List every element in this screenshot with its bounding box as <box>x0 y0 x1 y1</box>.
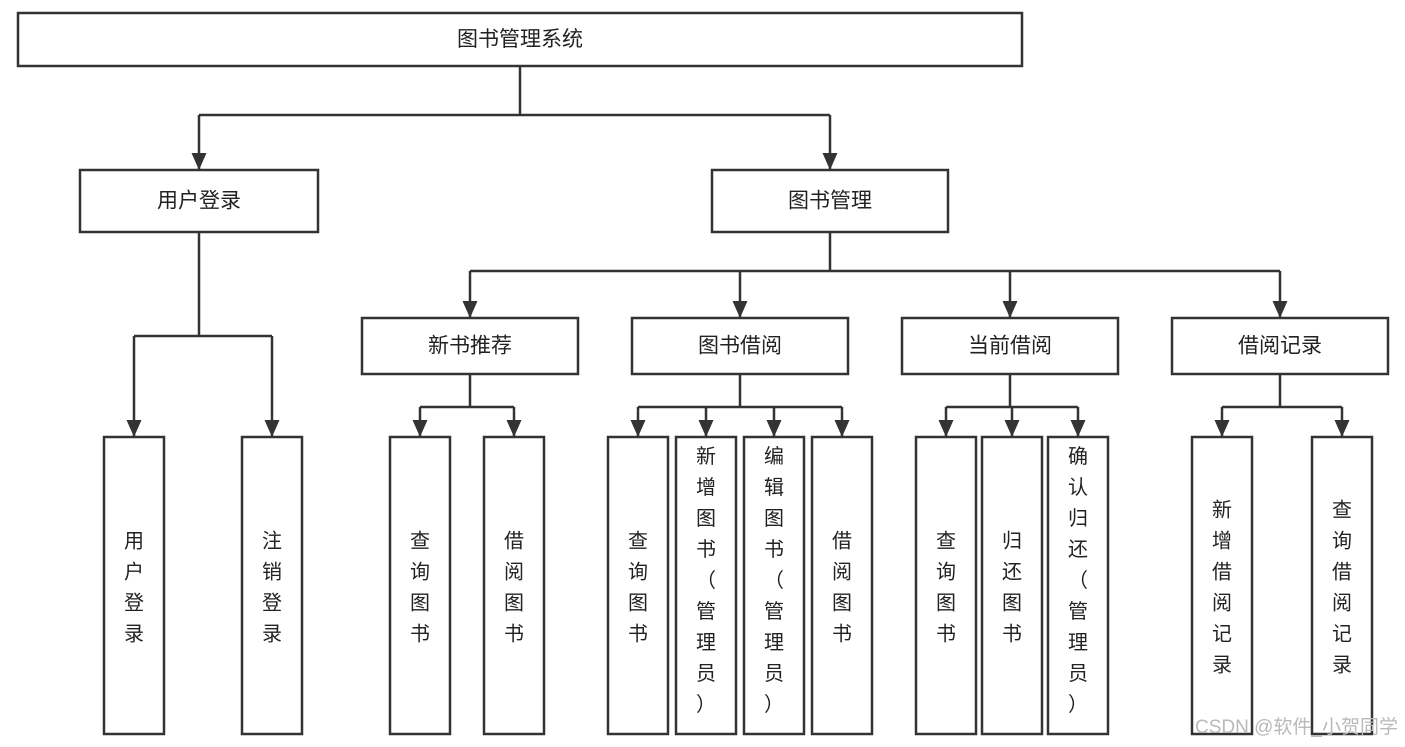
arrow-head-icon <box>698 420 714 437</box>
node-label-leaf-add-record: 新增借阅记录 <box>1212 499 1232 677</box>
node-layer: 图书管理系统用户登录图书管理新书推荐图书借阅当前借阅借阅记录用户登录注销登录查询… <box>16 11 1390 736</box>
node-label-leaf-query-book-1: 查询图书 <box>410 530 430 646</box>
arrow-head-icon <box>462 301 478 318</box>
arrow-head-icon <box>732 301 748 318</box>
arrow-head-icon <box>506 420 522 437</box>
node-label-book-borrow: 图书借阅 <box>698 335 782 358</box>
node-box-leaf-return-book <box>980 435 1044 736</box>
node-label-user-login: 用户登录 <box>157 190 241 213</box>
node-root[interactable]: 图书管理系统 <box>16 11 1024 68</box>
arrow-head-icon <box>1004 420 1020 437</box>
node-label-leaf-borrow-book-2: 借阅图书 <box>832 530 852 646</box>
node-new-book-recommend[interactable]: 新书推荐 <box>360 316 580 376</box>
connector-layer <box>126 66 1350 437</box>
node-label-leaf-query-record: 查询借阅记录 <box>1332 499 1352 677</box>
node-box-borrow-record <box>1170 316 1390 376</box>
arrow-head-icon <box>264 420 280 437</box>
node-leaf-return-book[interactable]: 归还图书 <box>980 435 1044 736</box>
node-leaf-borrow-book-2[interactable]: 借阅图书 <box>810 435 874 736</box>
node-current-borrow[interactable]: 当前借阅 <box>900 316 1120 376</box>
node-label-leaf-user-logout: 注销登录 <box>262 530 282 646</box>
node-box-leaf-add-book <box>674 435 738 736</box>
node-leaf-edit-book[interactable]: 编辑图书（管理员） <box>742 435 806 736</box>
node-book-manage[interactable]: 图书管理 <box>710 168 950 234</box>
node-label-book-manage: 图书管理 <box>788 190 872 213</box>
arrow-head-icon <box>766 420 782 437</box>
node-user-login[interactable]: 用户登录 <box>78 168 320 234</box>
node-leaf-add-book[interactable]: 新增图书（管理员） <box>674 435 738 736</box>
node-label-leaf-confirm-return: 确认归还（管理员） <box>1068 445 1088 716</box>
arrow-head-icon <box>1002 301 1018 318</box>
node-box-leaf-borrow-book-1 <box>482 435 546 736</box>
node-label-new-book-recommend: 新书推荐 <box>428 335 512 358</box>
node-book-borrow[interactable]: 图书借阅 <box>630 316 850 376</box>
arrow-head-icon <box>938 420 954 437</box>
node-box-root <box>16 11 1024 68</box>
arrow-head-icon <box>1070 420 1086 437</box>
node-box-book-borrow <box>630 316 850 376</box>
node-box-leaf-query-record <box>1310 435 1374 736</box>
node-label-root: 图书管理系统 <box>457 28 583 51</box>
node-label-leaf-query-book-3: 查询图书 <box>936 530 956 646</box>
node-box-leaf-query-book-2 <box>606 435 670 736</box>
node-leaf-confirm-return[interactable]: 确认归还（管理员） <box>1046 435 1110 736</box>
arrow-head-icon <box>1272 301 1288 318</box>
node-box-user-login <box>78 168 320 234</box>
node-box-book-manage <box>710 168 950 234</box>
node-box-new-book-recommend <box>360 316 580 376</box>
node-label-borrow-record: 借阅记录 <box>1238 335 1322 358</box>
arrow-head-icon <box>126 420 142 437</box>
node-label-leaf-borrow-book-1: 借阅图书 <box>504 530 524 646</box>
node-box-leaf-user-logout <box>240 435 304 736</box>
node-box-current-borrow <box>900 316 1120 376</box>
csdn-watermark: CSDN @软件_小贺同学 <box>1195 716 1398 738</box>
arrow-head-icon <box>834 420 850 437</box>
node-leaf-query-book-3[interactable]: 查询图书 <box>914 435 978 736</box>
node-leaf-query-record[interactable]: 查询借阅记录 <box>1310 435 1374 736</box>
node-box-leaf-add-record <box>1190 435 1254 736</box>
arrow-head-icon <box>191 153 207 170</box>
node-leaf-user-logout[interactable]: 注销登录 <box>240 435 304 736</box>
node-leaf-borrow-book-1[interactable]: 借阅图书 <box>482 435 546 736</box>
node-leaf-query-book-1[interactable]: 查询图书 <box>388 435 452 736</box>
node-box-leaf-confirm-return <box>1046 435 1110 736</box>
node-leaf-query-book-2[interactable]: 查询图书 <box>606 435 670 736</box>
arrow-head-icon <box>822 153 838 170</box>
node-label-current-borrow: 当前借阅 <box>968 335 1052 358</box>
node-label-leaf-return-book: 归还图书 <box>1002 530 1022 646</box>
node-label-leaf-edit-book: 编辑图书（管理员） <box>764 445 784 716</box>
node-box-leaf-borrow-book-2 <box>810 435 874 736</box>
node-box-leaf-query-book-3 <box>914 435 978 736</box>
arrow-head-icon <box>1214 420 1230 437</box>
node-box-leaf-user-login <box>102 435 166 736</box>
node-leaf-add-record[interactable]: 新增借阅记录 <box>1190 435 1254 736</box>
node-label-leaf-user-login: 用户登录 <box>124 531 144 646</box>
node-borrow-record[interactable]: 借阅记录 <box>1170 316 1390 376</box>
node-leaf-user-login[interactable]: 用户登录 <box>102 435 166 736</box>
node-label-leaf-query-book-2: 查询图书 <box>628 530 648 646</box>
node-box-leaf-query-book-1 <box>388 435 452 736</box>
node-box-leaf-edit-book <box>742 435 806 736</box>
arrow-head-icon <box>412 420 428 437</box>
node-label-leaf-add-book: 新增图书（管理员） <box>696 445 716 716</box>
arrow-head-icon <box>630 420 646 437</box>
arrow-head-icon <box>1334 420 1350 437</box>
